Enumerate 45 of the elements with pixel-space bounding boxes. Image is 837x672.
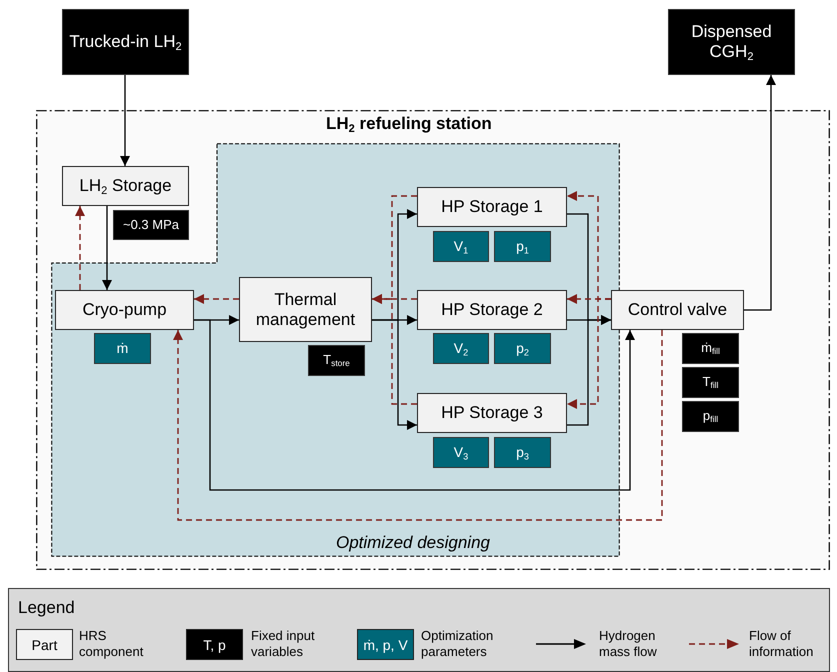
- legend-text: Flow of information: [749, 628, 814, 660]
- information-flow-arrow: [194, 294, 239, 304]
- mass-flow-arrow: [372, 319, 417, 430]
- optimization-parameter-tag: p$_{2}$: [494, 333, 551, 364]
- component-box: Control valve: [611, 290, 744, 330]
- station-region: [36, 110, 830, 570]
- input-box: Dispensed CGH$_{2}$: [668, 9, 795, 75]
- optimization-parameter-tag: V$_{1}$: [433, 231, 489, 262]
- region-title: Optimized designing: [336, 533, 490, 553]
- optimization-parameter-tag: p$_{3}$: [494, 437, 551, 468]
- information-flow-arrow: [75, 206, 85, 290]
- information-flow-arrow: [173, 330, 663, 521]
- component-box: LH$_{2}$ Storage: [62, 166, 189, 206]
- mass-flow-arrow: [194, 319, 635, 491]
- region-title: LH$_{2}$ refueling station: [326, 114, 492, 134]
- optimization-parameter-tag: V$_{2}$: [433, 333, 489, 364]
- fixed-variable-tag: ~0.3 MPa: [113, 210, 189, 240]
- legend-title: Legend: [18, 598, 75, 618]
- mass-flow-arrow: [567, 315, 611, 426]
- swatch-text: Part: [32, 636, 58, 652]
- optimization-parameter-tag: ṁ: [94, 333, 151, 364]
- optimization-region: [51, 143, 620, 557]
- optimization-parameter-tag: V$_{3}$: [433, 437, 489, 468]
- fixed-variable-tag: T$_{fill}$: [682, 367, 739, 398]
- fixed-variable-tag: p$_{fill}$: [682, 401, 739, 432]
- legend-text: Optimization parameters: [421, 628, 494, 660]
- fixed-variable-tag: ṁ$_{fill}$: [682, 333, 739, 364]
- legend-text: Fixed input variables: [251, 628, 316, 660]
- information-flow-arrow: [372, 294, 417, 405]
- component-box: Cryo-pump: [55, 290, 194, 330]
- swatch-text: ṁ, p, V: [363, 636, 408, 652]
- mass-flow-arrow: [102, 206, 112, 290]
- information-flow-arrow: [567, 298, 611, 409]
- input-box: Trucked-in LH$_{2}$: [62, 9, 189, 75]
- component-box: HP Storage 2: [417, 290, 567, 330]
- optimization-parameter-tag: p$_{1}$: [494, 231, 551, 262]
- mass-flow-arrow: [744, 75, 776, 311]
- swatch-text: T, p: [203, 636, 226, 652]
- mass-flow-arrow: [120, 75, 130, 166]
- legend-text: HRS component: [79, 628, 144, 660]
- component-box: HP Storage 3: [417, 393, 567, 433]
- component-box: Thermal management: [239, 277, 372, 342]
- legend-text: Hydrogen mass flow: [599, 628, 658, 660]
- component-box: HP Storage 1: [417, 187, 567, 227]
- fixed-variable-tag: T$_{store}$: [308, 345, 365, 376]
